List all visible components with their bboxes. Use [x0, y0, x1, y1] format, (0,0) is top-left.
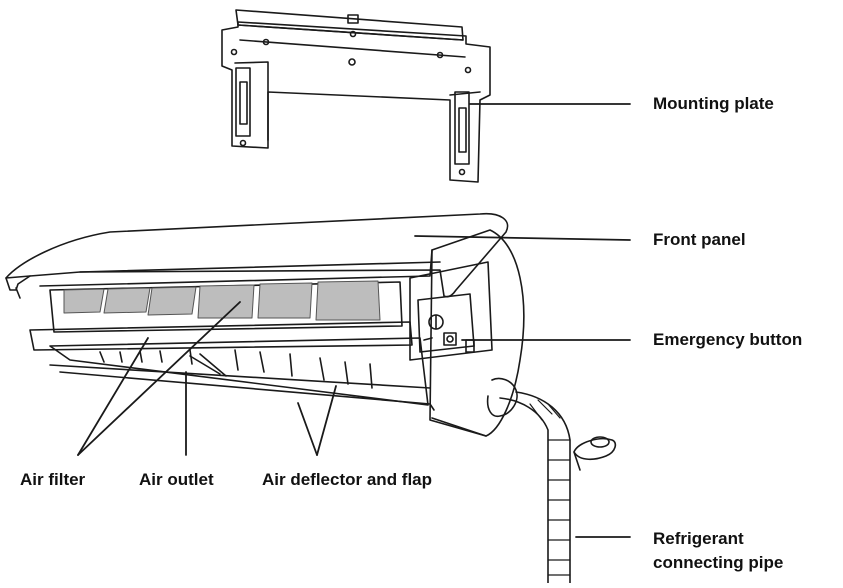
mounting-plate [221, 9, 491, 183]
air-filter-leader-2 [77, 301, 241, 456]
air-filter-panes [63, 280, 381, 321]
label-air-outlet: Air outlet [139, 470, 214, 489]
flap-leader-2 [316, 385, 337, 456]
label-front-panel: Front panel [653, 230, 746, 249]
leader-lines [77, 103, 631, 538]
deflector-leader-1 [297, 402, 318, 456]
label-air-filter: Air filter [20, 470, 86, 489]
label-refrigerant-pipe: Refrigerant connecting pipe [653, 527, 783, 575]
label-mounting-plate: Mounting plate [653, 94, 774, 113]
label-emergency-button: Emergency button [653, 330, 803, 349]
label-pipe-line2: connecting pipe [653, 553, 784, 572]
front-panel-leader [414, 235, 631, 241]
label-air-deflector: Air deflector and flap [262, 470, 433, 489]
air-filter-leader-1 [77, 337, 149, 456]
label-pipe-line1: Refrigerant [653, 529, 744, 548]
indoor-unit-body [5, 212, 525, 437]
refrigerant-pipe [499, 391, 617, 584]
